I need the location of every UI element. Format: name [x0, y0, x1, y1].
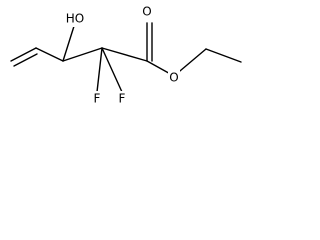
allylic-bond [35, 47, 64, 62]
fluorine-1-label: F [94, 92, 101, 106]
ester-oxygen-label-bg [168, 70, 180, 86]
c2-c1-bond [101, 47, 148, 62]
ethyl-bond [205, 48, 242, 63]
carbonyl-oxygen-label: O [142, 5, 151, 19]
fluorine-2-label: F [119, 92, 126, 106]
c2-f2-bond [101, 47, 123, 93]
hydroxyl-label: HO [66, 12, 84, 26]
hydroxyl-label-bg [61, 11, 89, 27]
carbonyl-oxygen-label-bg [141, 4, 153, 20]
c2-f1-bond [96, 47, 103, 93]
chemical-structure: HO O O F F [10, 4, 242, 107]
ester-oxygen-label: O [169, 71, 178, 85]
atom-label-group: HO O O F F [61, 4, 180, 107]
fluorine-1-label-bg [91, 91, 103, 107]
hydroxyl-bond [62, 22, 76, 62]
fluorine-2-label-bg [116, 91, 128, 107]
vinyl-double-bond-a [10, 47, 37, 62]
bond-group [10, 22, 242, 93]
vinyl-double-bond-b [13, 53, 38, 67]
c3-c2-bond [62, 47, 103, 62]
